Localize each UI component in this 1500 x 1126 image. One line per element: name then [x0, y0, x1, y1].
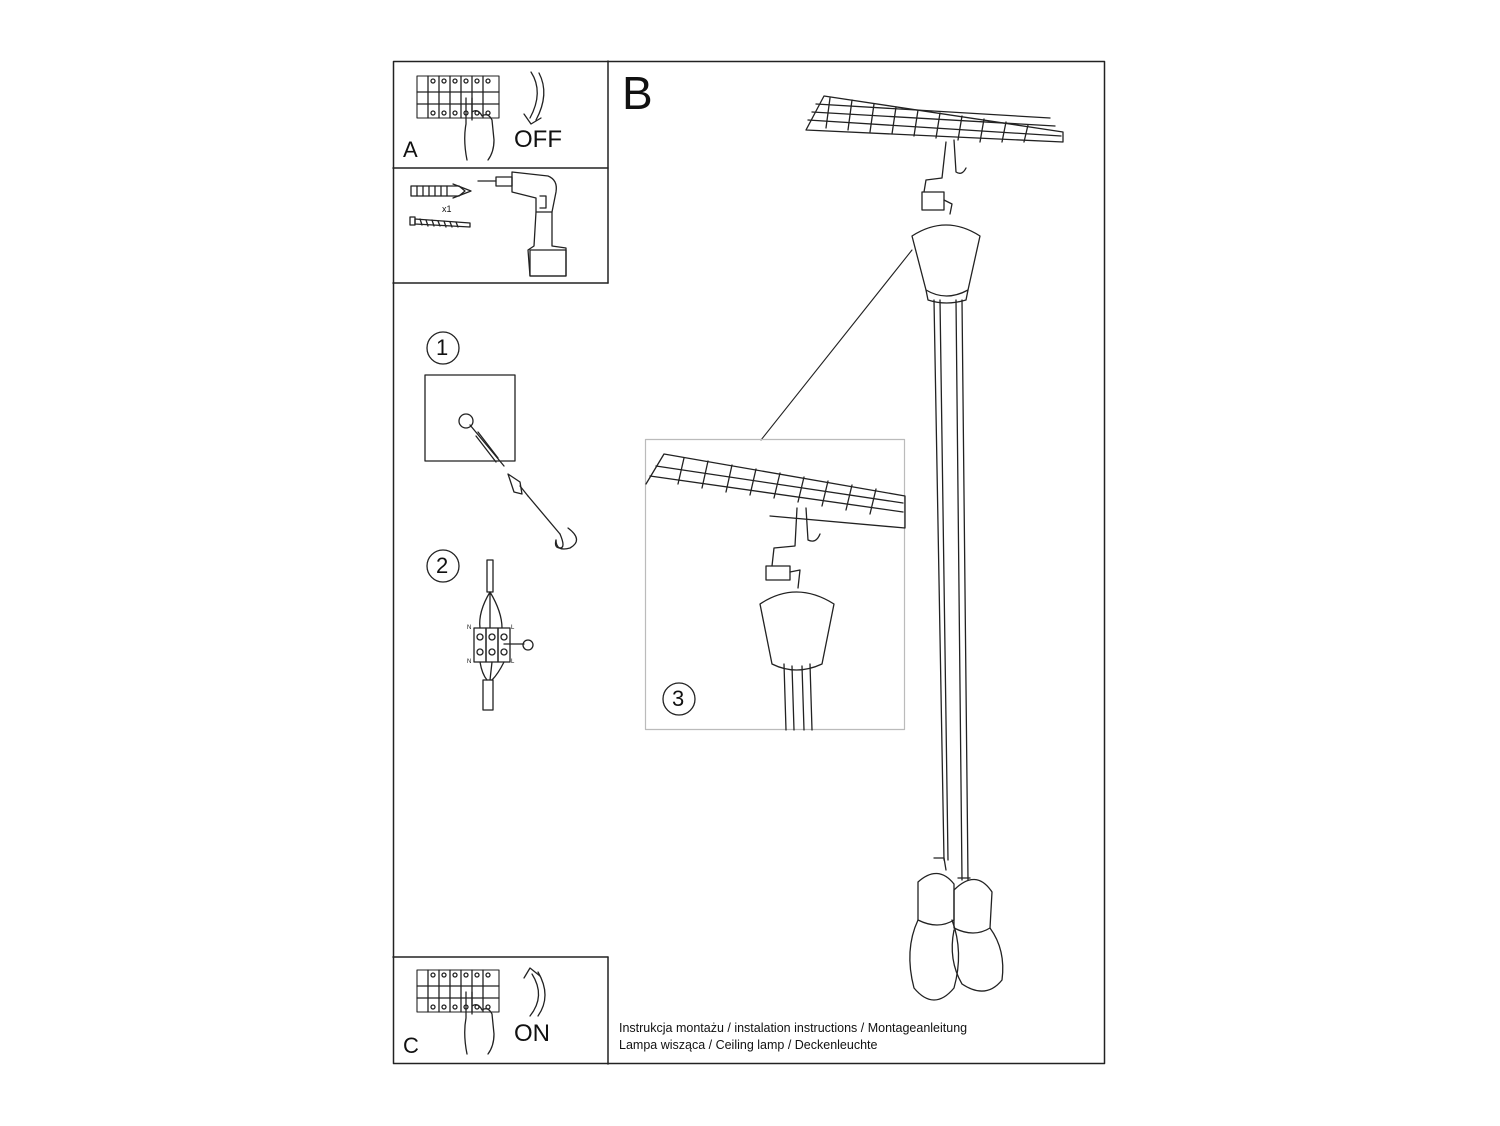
breaker-panel-icon [416, 75, 500, 119]
step-1-circle [426, 331, 460, 365]
detail-ceiling-plate-icon [645, 453, 906, 529]
off-label: OFF [514, 126, 562, 153]
breaker-panel-icon [416, 969, 500, 1013]
sheet-frame [392, 60, 1106, 1065]
pendant-cables-icon [933, 299, 969, 881]
screw-icon [409, 216, 471, 228]
terminal-n-top: N [467, 625, 472, 631]
terminal-block-icon [473, 559, 534, 711]
canopy-icon [911, 224, 981, 304]
lamp-socket-right-icon [951, 877, 1004, 992]
terminal-l-bottom: L [511, 659, 515, 665]
detail-canopy-icon [759, 591, 835, 731]
step-2-number: 2 [436, 553, 449, 578]
detail-inset-frame [644, 438, 906, 731]
panel-c-label: C [403, 1033, 419, 1058]
terminal-n-bottom: N [467, 659, 472, 665]
ceiling-square-icon [424, 374, 516, 462]
step-2-circle [426, 549, 460, 583]
step-1-number: 1 [436, 335, 449, 360]
detail-hook-icon [765, 507, 821, 589]
ceiling-plate-icon [805, 95, 1064, 143]
drill-icon [477, 171, 567, 277]
lamp-socket-left-icon [909, 857, 960, 1001]
step-3-number: 3 [672, 686, 685, 711]
step-3-circle [662, 682, 696, 716]
quantity-label: x1 [442, 204, 452, 214]
hand-icon [464, 97, 495, 161]
off-arrow-icon [523, 71, 545, 125]
panel-b-label: B [622, 67, 653, 119]
on-label: ON [514, 1020, 550, 1047]
caption-line-2: Lampa wisząca / Ceiling lamp / Deckenleu… [619, 1038, 878, 1052]
wall-plug-icon [410, 183, 472, 199]
hand-icon [464, 991, 495, 1055]
panel-a-label: A [403, 137, 418, 162]
caption-line-1: Instrukcja montażu / instalation instruc… [619, 1021, 968, 1035]
hook-and-plug-icon [469, 424, 578, 550]
on-arrow-icon [523, 967, 546, 1017]
terminal-l-top: L [511, 625, 515, 631]
detail-callout-line [760, 249, 913, 441]
ceiling-hook-icon [921, 139, 967, 215]
